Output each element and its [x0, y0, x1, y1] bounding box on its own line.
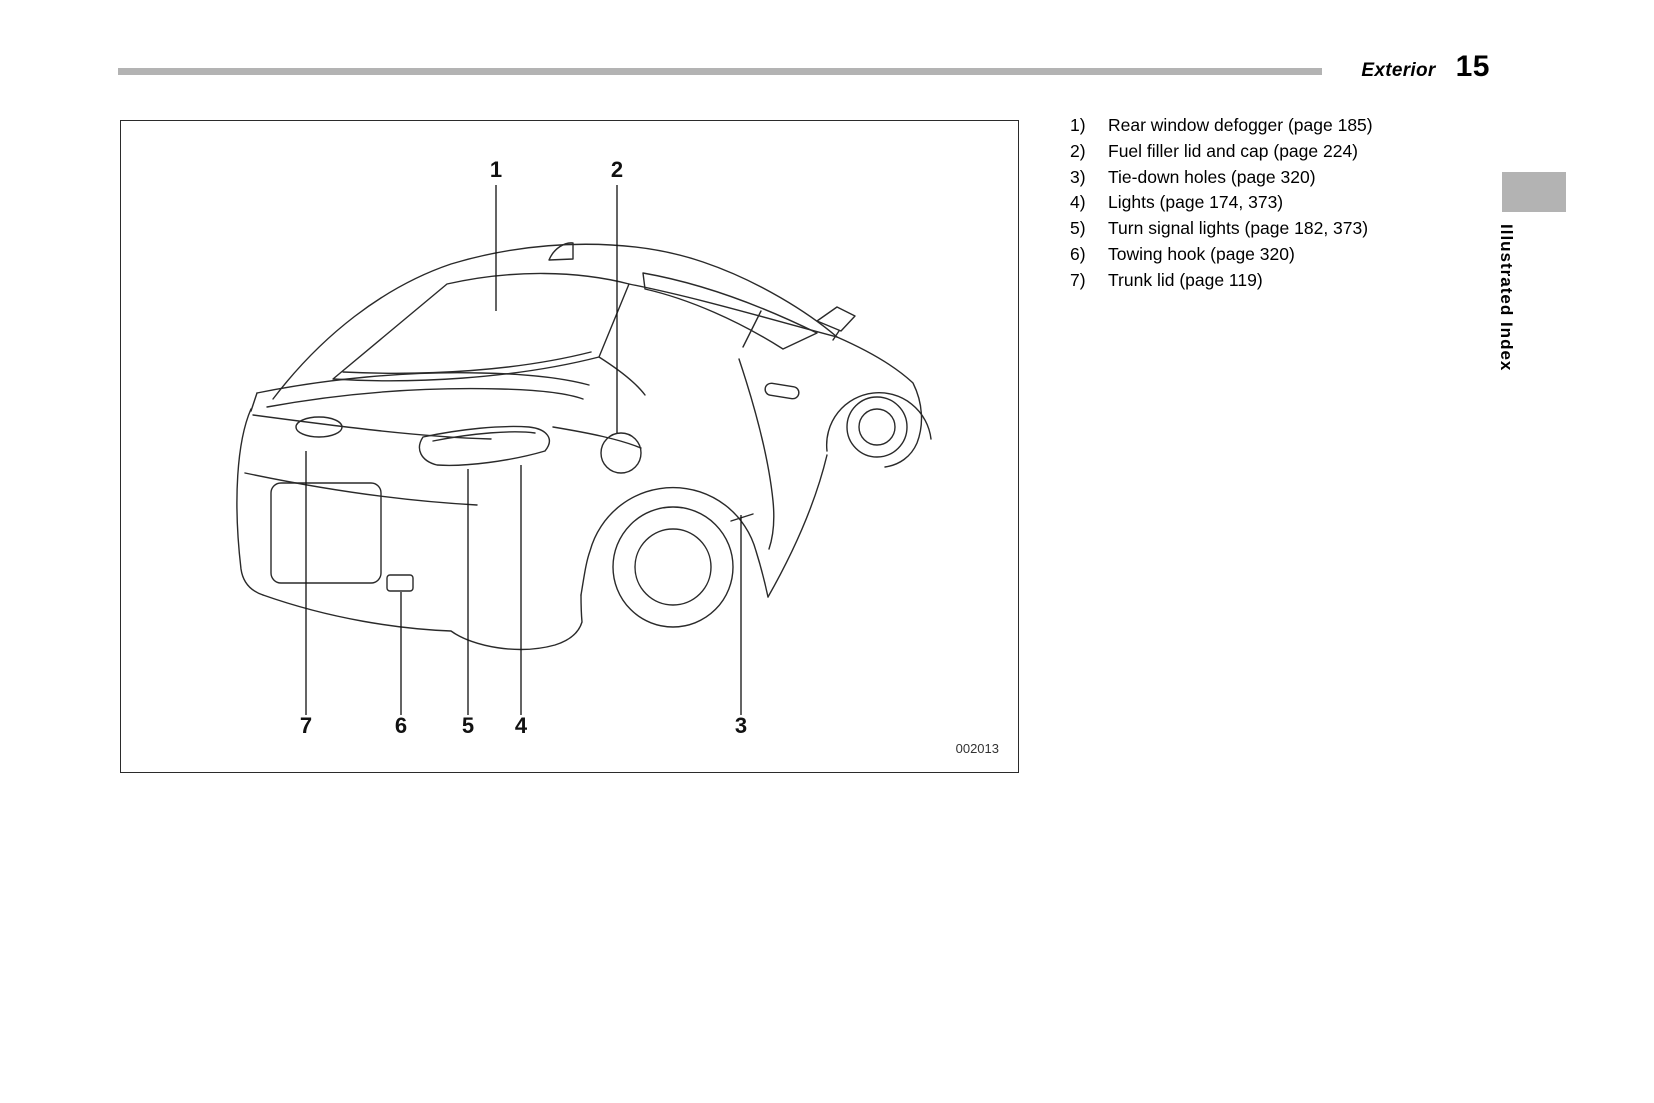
rear-wheel-arch — [580, 486, 769, 598]
legend-list: 1) Rear window defogger (page 185) 2) Fu… — [1070, 113, 1470, 294]
license-plate-recess — [270, 482, 382, 584]
callout-number-5: 5 — [462, 713, 474, 738]
legend-item-text: Trunk lid (page 119) — [1108, 269, 1263, 290]
car-roofline — [272, 243, 838, 400]
door-seam — [738, 358, 775, 550]
towing-hook-cover — [386, 574, 414, 592]
legend-item: 4) Lights (page 174, 373) — [1070, 190, 1470, 216]
side-index-tab-label: Illustrated Index — [1497, 224, 1516, 372]
legend-item-number: 7) — [1070, 269, 1086, 290]
legend-item-text: Fuel filler lid and cap (page 224) — [1108, 140, 1359, 161]
front-wheel-inner — [858, 408, 896, 446]
header-rule — [118, 68, 1322, 75]
rear-window — [332, 272, 630, 382]
trunk-badge — [295, 416, 343, 438]
legend-item-text: Lights (page 174, 373) — [1108, 192, 1284, 213]
callout-number-3: 3 — [735, 713, 747, 738]
callout-number-6: 6 — [395, 713, 407, 738]
beltline — [628, 283, 838, 338]
car-exterior-illustration: 1 2 7 6 5 4 3 002013 — [236, 157, 999, 756]
taillight — [418, 425, 550, 467]
b-pillar-line — [742, 310, 762, 348]
tie-down-mark — [730, 513, 754, 522]
legend-item: 1) Rear window defogger (page 185) — [1070, 113, 1470, 139]
taillight-inner-line — [432, 431, 536, 442]
legend-item: 3) Tie-down holes (page 320) — [1070, 165, 1470, 191]
legend-item-number: 4) — [1070, 192, 1086, 213]
callout-number-2: 2 — [611, 157, 623, 182]
bumper-lower-edge — [262, 594, 583, 651]
callout-number-4: 4 — [515, 713, 528, 738]
page-header: Exterior 15 — [1100, 50, 1490, 84]
spoiler-edge — [256, 372, 590, 394]
spoiler-tip — [250, 392, 258, 412]
callout-leader-lines — [305, 185, 742, 715]
header-section-title: Exterior — [1361, 60, 1436, 81]
legend-item-number: 2) — [1070, 140, 1086, 161]
legend-item-text: Rear window defogger (page 185) — [1108, 115, 1373, 135]
fuel-filler-lid — [600, 432, 642, 474]
legend-item-text: Tie-down holes (page 320) — [1108, 166, 1316, 187]
fin-antenna — [548, 242, 574, 261]
quarter-crease — [552, 426, 642, 449]
sill-line — [767, 454, 828, 598]
tail-panel-line — [252, 414, 492, 440]
car-line-art — [236, 242, 932, 651]
rear-wheel-inner — [634, 528, 712, 606]
side-window — [642, 272, 818, 350]
figure-box: 1 2 7 6 5 4 3 002013 — [120, 120, 1019, 773]
figure-code: 002013 — [956, 741, 999, 756]
front-body — [836, 336, 923, 468]
door-handle — [764, 382, 800, 400]
legend-item: 7) Trunk lid (page 119) — [1070, 268, 1470, 294]
legend-item-number: 3) — [1070, 166, 1086, 187]
bumper-crease — [244, 472, 478, 506]
side-mirror-stalk — [832, 330, 840, 341]
front-wheel-arch — [825, 391, 932, 452]
legend-item: 2) Fuel filler lid and cap (page 224) — [1070, 139, 1470, 165]
side-mirror — [816, 306, 856, 332]
legend-item-text: Turn signal lights (page 182, 373) — [1108, 218, 1369, 239]
header-page-number: 15 — [1455, 50, 1490, 83]
rear-body-edge — [236, 408, 264, 596]
legend-item-text: Towing hook (page 320) — [1108, 243, 1295, 264]
side-index-tab — [1502, 172, 1566, 212]
legend-item-number: 6) — [1070, 243, 1086, 264]
callout-number-1: 1 — [490, 157, 502, 182]
legend-item: 6) Towing hook (page 320) — [1070, 242, 1470, 268]
rear-window-inner-line — [342, 351, 592, 374]
c-pillar-line — [598, 356, 646, 396]
legend-item-number: 5) — [1070, 218, 1086, 239]
legend-item-number: 1) — [1070, 115, 1086, 135]
legend-item: 5) Turn signal lights (page 182, 373) — [1070, 216, 1470, 242]
front-wheel-outer — [846, 396, 908, 458]
callout-number-7: 7 — [300, 713, 312, 738]
rear-wheel-outer — [612, 506, 734, 628]
deck-line — [266, 387, 584, 408]
